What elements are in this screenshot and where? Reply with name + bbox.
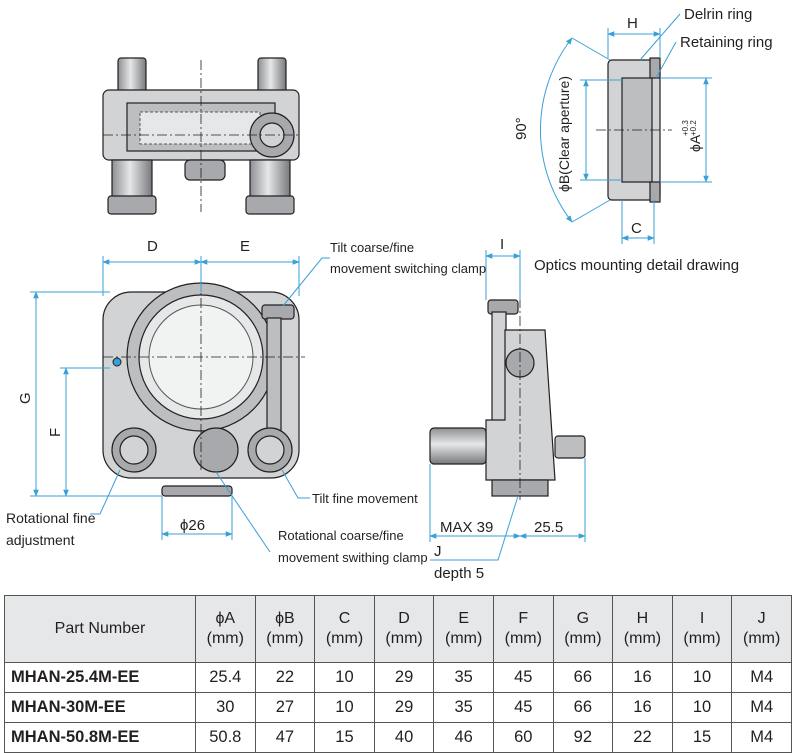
- label-retaining-ring: Retaining ring: [680, 34, 773, 51]
- table-cell: 15: [671, 722, 733, 753]
- table-cell: 25.4: [195, 662, 256, 693]
- header-cell: C(mm): [314, 595, 375, 663]
- table-cell: 46: [433, 722, 494, 753]
- label-dim-255: 25.5: [534, 519, 563, 536]
- label-phi26: ϕ26: [180, 517, 205, 534]
- table-row: MHAN-30M-EE 30 27 10 29 35 45 66 16 10 M…: [4, 692, 792, 723]
- side-view: [429, 250, 586, 561]
- label-dim-c: C: [631, 220, 642, 237]
- label-dim-f: F: [47, 428, 64, 437]
- optics-detail: [539, 13, 712, 244]
- label-optics-caption: Optics mounting detail drawing: [534, 257, 739, 274]
- table-cell: 10: [671, 692, 733, 723]
- label-tol-lower: +0.2: [689, 120, 698, 136]
- label-angle: 90°: [513, 117, 530, 140]
- label-tilt-switch-1: Tilt coarse/fine: [330, 240, 414, 255]
- table-cell: 40: [373, 722, 435, 753]
- table-cell: 16: [612, 692, 673, 723]
- label-tol-upper: +0.3: [681, 120, 690, 136]
- header-cell: Part Number: [4, 595, 196, 663]
- table-row: MHAN-25.4M-EE 25.4 22 10 29 35 45 66 16 …: [4, 662, 792, 693]
- header-cell: ϕB(mm): [254, 595, 316, 663]
- header-cell: J(mm): [731, 595, 792, 663]
- table-row: MHAN-50.8M-EE 50.8 47 15 40 46 60 92 22 …: [4, 722, 792, 753]
- label-tilt-fine: Tilt fine movement: [312, 491, 418, 506]
- label-dim-i: I: [500, 236, 504, 253]
- table-cell: M4: [731, 662, 792, 693]
- table-cell: 92: [552, 722, 614, 753]
- label-dim-j: J: [434, 543, 442, 560]
- table-cell: 27: [254, 692, 316, 723]
- technical-drawing: Delrin ring Retaining ring H C 90° ϕB(Cl…: [6, 6, 773, 582]
- table-cell: M4: [731, 692, 792, 723]
- label-clear-aperture: ϕB(Clear aperture): [556, 76, 572, 192]
- label-tilt-switch-2: movement switching clamp: [330, 261, 486, 276]
- table-cell: 16: [612, 662, 673, 693]
- table-cell: 66: [552, 692, 614, 723]
- header-cell: ϕA(mm): [195, 595, 256, 663]
- table-cell: M4: [731, 722, 792, 753]
- label-dim-e: E: [240, 238, 250, 255]
- header-cell: D(mm): [373, 595, 435, 663]
- part-number-cell: MHAN-50.8M-EE: [4, 722, 196, 753]
- table-cell: 35: [433, 692, 494, 723]
- header-cell: E(mm): [433, 595, 494, 663]
- table-cell: 10: [314, 662, 375, 693]
- label-rot-switch-2: movement swithing clamp: [278, 550, 428, 565]
- table-cell: 22: [254, 662, 316, 693]
- label-rot-fine-1: Rotational fine: [6, 510, 96, 526]
- table-cell: 45: [492, 662, 554, 693]
- table-cell: 66: [552, 662, 614, 693]
- table-cell: 50.8: [195, 722, 256, 753]
- label-depth5: depth 5: [434, 565, 484, 582]
- spec-table: Part Number ϕA(mm) ϕB(mm) C(mm) D(mm) E(…: [4, 595, 792, 753]
- label-dim-g: G: [17, 392, 34, 404]
- table-cell: 10: [671, 662, 733, 693]
- top-view: [102, 57, 300, 215]
- table-cell: 35: [433, 662, 494, 693]
- label-rot-fine-2: adjustment: [6, 532, 75, 548]
- label-dim-h: H: [627, 15, 638, 32]
- header-cell: I(mm): [671, 595, 733, 663]
- table-cell: 60: [492, 722, 554, 753]
- header-cell: F(mm): [492, 595, 554, 663]
- header-cell: H(mm): [612, 595, 673, 663]
- front-view: [30, 256, 330, 553]
- label-delrin-ring: Delrin ring: [684, 6, 752, 23]
- label-dim-d: D: [147, 238, 158, 255]
- table-cell: 45: [492, 692, 554, 723]
- table-cell: 29: [373, 692, 435, 723]
- table-cell: 30: [195, 692, 256, 723]
- header-cell: G(mm): [552, 595, 614, 663]
- label-rot-switch-1: Rotational coarse/fine: [278, 528, 404, 543]
- table-cell: 10: [314, 692, 375, 723]
- part-number-cell: MHAN-30M-EE: [4, 692, 196, 723]
- table-cell: 47: [254, 722, 316, 753]
- label-phi-a: ϕA: [687, 134, 703, 152]
- table-cell: 22: [612, 722, 673, 753]
- table-header-row: Part Number ϕA(mm) ϕB(mm) C(mm) D(mm) E(…: [4, 595, 792, 663]
- label-max39: MAX 39: [440, 519, 493, 536]
- part-number-cell: MHAN-25.4M-EE: [4, 662, 196, 693]
- table-cell: 29: [373, 662, 435, 693]
- table-cell: 15: [314, 722, 375, 753]
